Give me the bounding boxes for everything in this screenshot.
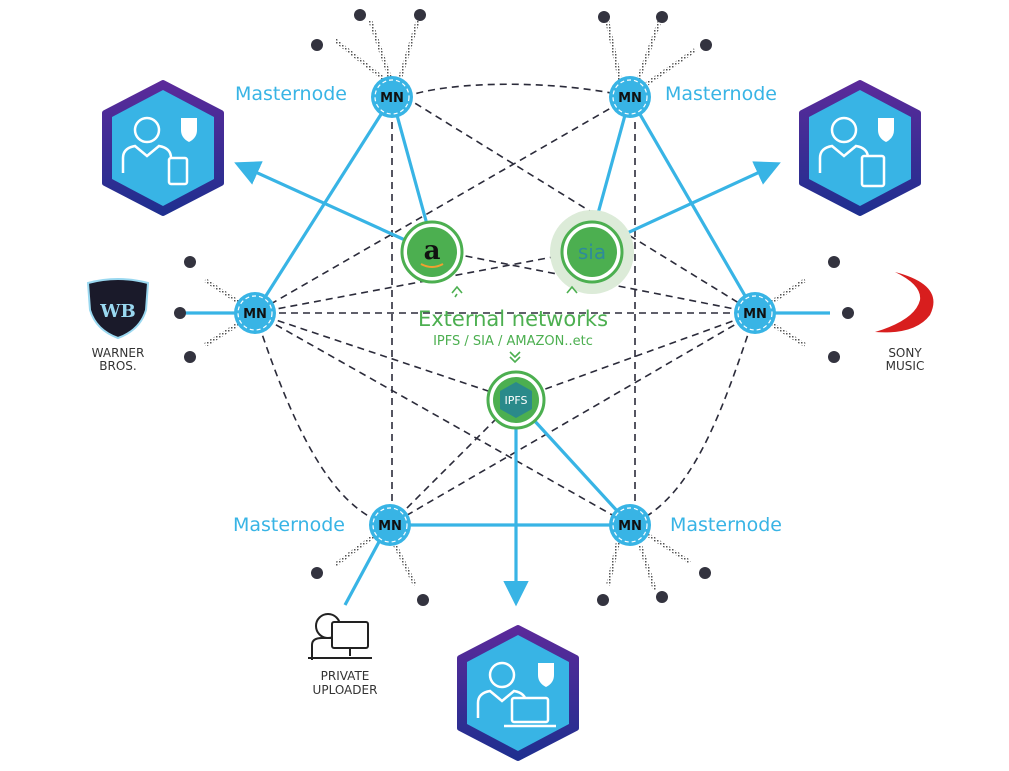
shield-icon <box>538 663 554 687</box>
dashed-link <box>254 312 516 401</box>
masternode-label: Masternode <box>665 83 777 105</box>
tablet-icon <box>167 156 189 186</box>
arrow-link <box>234 161 406 242</box>
mn-badge: MN <box>618 519 642 534</box>
sia-logo-icon: sia <box>578 240 606 264</box>
masternode-label: Masternode <box>233 514 345 536</box>
masternode-top-right[interactable]: MN <box>609 76 651 118</box>
svg-text:UPLOADER: UPLOADER <box>313 683 378 697</box>
external-networks-subtitle: IPFS / SIA / AMAZON..etc <box>433 334 593 349</box>
sia-node[interactable]: sia <box>550 210 634 294</box>
svg-text:BROS.: BROS. <box>99 359 136 373</box>
tablet-icon <box>860 154 886 188</box>
svg-text:MUSIC: MUSIC <box>886 359 925 373</box>
dashed-link <box>629 312 756 526</box>
user-icon <box>121 116 173 173</box>
warner-bros-logo-icon <box>86 278 150 340</box>
svg-text:WARNER: WARNER <box>92 346 145 360</box>
masternode-bottom-left[interactable]: MN <box>369 504 411 546</box>
solid-link <box>592 96 632 229</box>
user-hexagon-top-right[interactable] <box>799 80 921 216</box>
peer-dot <box>656 591 668 603</box>
solid-link <box>253 96 394 314</box>
dashed-link <box>404 83 631 98</box>
peer-dot <box>414 9 426 21</box>
peer-dot <box>700 39 712 51</box>
mn-badge: MN <box>243 307 267 322</box>
satellite-links <box>203 19 807 591</box>
dashed-link <box>389 312 756 526</box>
masternode-label: Masternode <box>235 83 347 105</box>
user-hexagon-top-left[interactable] <box>102 80 224 216</box>
dashed-link <box>389 399 516 526</box>
peer-dot <box>842 307 854 319</box>
mn-badge: MN <box>378 519 402 534</box>
warner-bros-source[interactable]: WB WARNER BROS. <box>86 278 150 373</box>
masternode-bottom-right[interactable]: MN <box>609 504 651 546</box>
mn-badge: MN <box>618 91 642 106</box>
mn-badge: MN <box>743 307 767 322</box>
user-hexagon-bottom[interactable] <box>457 625 579 761</box>
svg-text:WB: WB <box>99 301 135 322</box>
peer-dot <box>828 256 840 268</box>
peer-dot <box>174 307 186 319</box>
peer-dot <box>828 351 840 363</box>
ipfs-node[interactable]: IPFS <box>486 370 546 430</box>
peer-dot <box>184 351 196 363</box>
dashed-link <box>404 96 756 314</box>
masternode-right[interactable]: MN <box>734 292 776 334</box>
peer-dot <box>311 567 323 579</box>
laptop-icon <box>504 696 556 728</box>
mn-badge: MN <box>380 91 404 106</box>
shield-icon <box>878 118 894 142</box>
masternode-left[interactable]: MN <box>234 292 276 334</box>
sony-music-logo-icon <box>875 272 934 333</box>
satellite-dots <box>174 9 854 606</box>
amazon-node[interactable]: a <box>400 220 464 284</box>
uploader-computer-icon <box>308 613 372 660</box>
peer-dot <box>311 39 323 51</box>
masternode-top-left[interactable]: MN <box>371 76 413 118</box>
svg-text:SONY: SONY <box>888 346 922 360</box>
peer-dot <box>597 594 609 606</box>
solid-links <box>180 96 830 607</box>
svg-text:PRIVATE: PRIVATE <box>321 669 370 683</box>
dashed-links <box>254 83 756 526</box>
peer-dot <box>699 567 711 579</box>
masternode-label: Masternode <box>670 514 782 536</box>
ipfs-logo-icon: IPFS <box>505 394 528 407</box>
dashed-link <box>514 312 756 401</box>
amazon-logo-icon: a <box>424 236 441 266</box>
dashed-link <box>254 96 631 314</box>
arrow-link <box>611 161 781 242</box>
peer-dot <box>417 594 429 606</box>
chevron-up-icon <box>451 285 578 298</box>
sony-music-source[interactable]: SONY MUSIC <box>875 272 934 373</box>
external-networks-title: External networks <box>418 307 608 331</box>
peer-dot <box>598 11 610 23</box>
peer-dot <box>656 11 668 23</box>
dashed-link <box>434 249 756 314</box>
solid-link <box>343 539 382 606</box>
peer-dot <box>184 256 196 268</box>
private-uploader-source[interactable]: PRIVATE UPLOADER <box>308 613 378 697</box>
double-chevron-down-icon <box>509 351 521 364</box>
user-icon <box>818 116 870 173</box>
solid-link <box>628 96 757 314</box>
dashed-link <box>254 312 391 526</box>
solid-link <box>390 96 430 229</box>
peer-dot <box>354 9 366 21</box>
shield-icon <box>181 118 197 142</box>
solid-link <box>530 416 632 527</box>
